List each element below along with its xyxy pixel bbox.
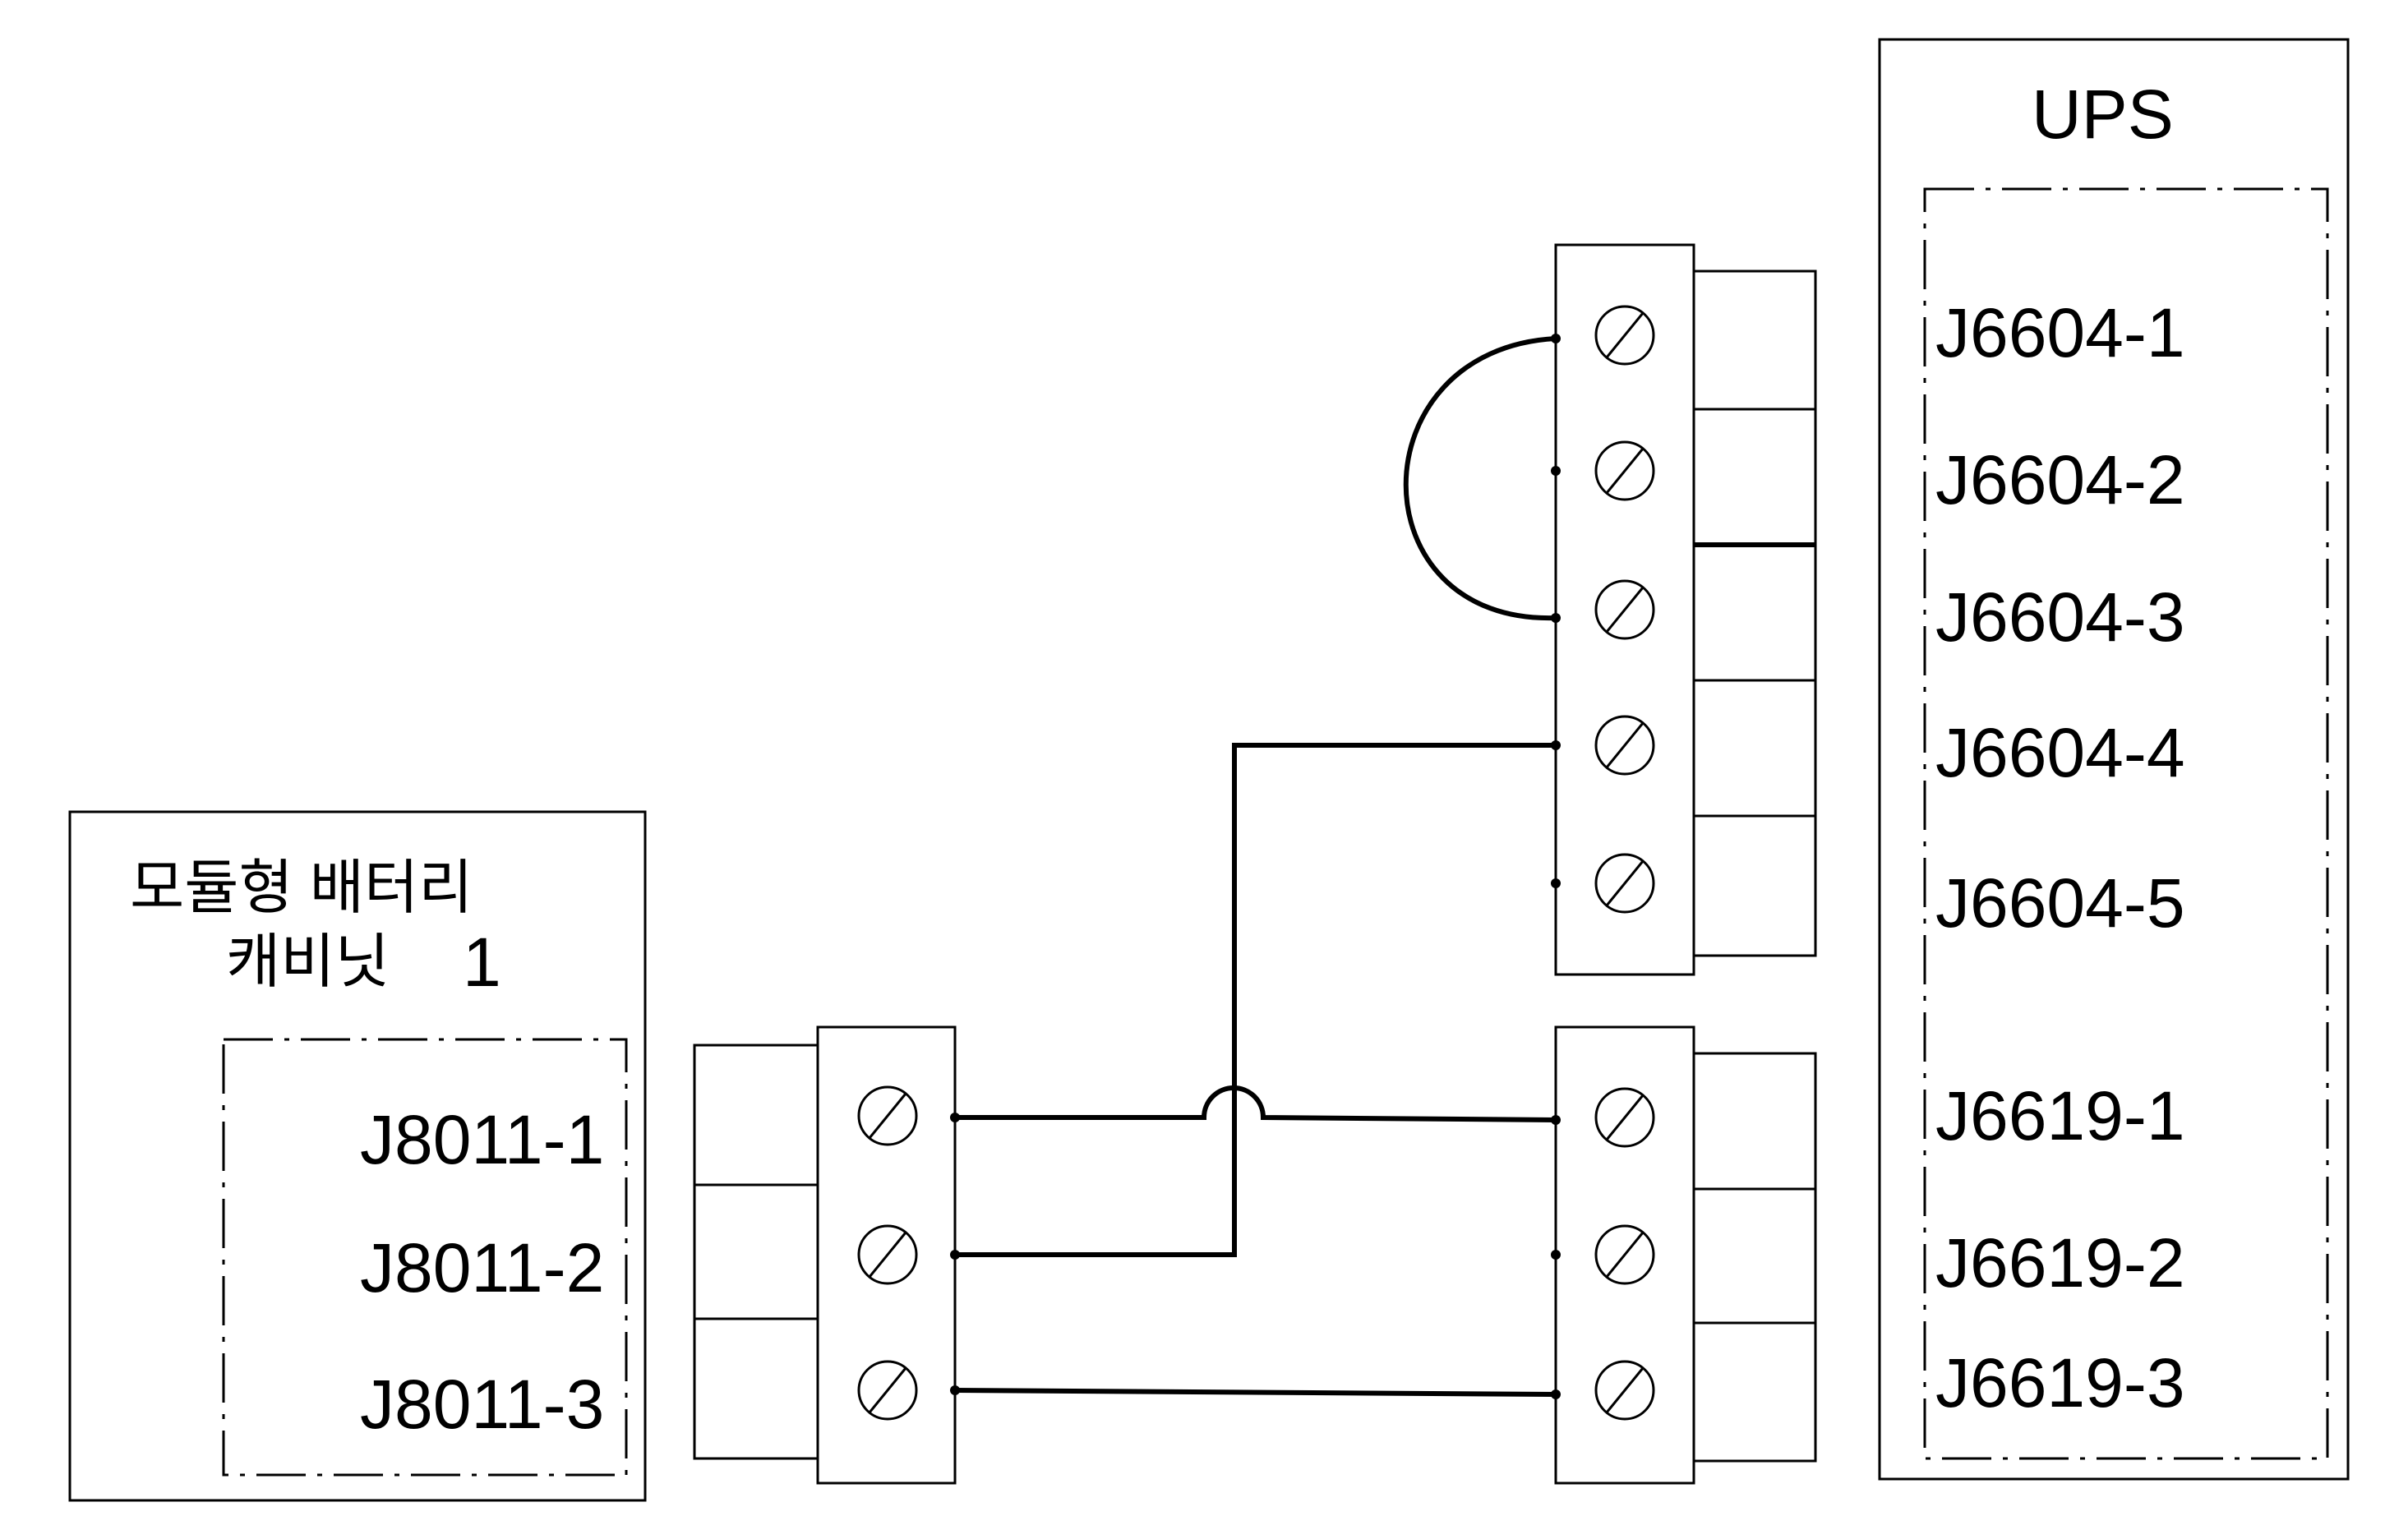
terminal-dot xyxy=(1551,1389,1561,1399)
terminal-dot xyxy=(1551,1115,1561,1125)
plug-cell xyxy=(1692,679,1817,818)
battery-cabinet-title-line1: 모듈형 배터리 xyxy=(130,855,473,921)
plug-cell xyxy=(1692,543,1817,682)
plug-cell xyxy=(1692,408,1817,546)
screw-terminal-icon xyxy=(1594,853,1655,914)
plug-cell xyxy=(1692,1187,1817,1325)
screw-terminal-icon xyxy=(1594,440,1655,501)
ups-pin-label: J6619-3 xyxy=(1935,1344,2185,1422)
battery-cabinet-frame xyxy=(68,810,647,1502)
screw-terminal-icon xyxy=(857,1360,918,1421)
plug-cell xyxy=(1692,814,1817,957)
screw-terminal-icon xyxy=(857,1085,918,1146)
terminal-block-j6604 xyxy=(1554,243,1817,976)
ups-pin-label: J6604-4 xyxy=(1935,714,2185,791)
ups-unit: UPS J6604-1 J6604-2 J6604-3 J6604-4 J660… xyxy=(1878,38,2350,1481)
ups-pin-label: J6604-3 xyxy=(1935,578,2185,656)
plug-cell xyxy=(693,1317,819,1460)
terminal-dot xyxy=(1551,613,1561,623)
battery-connector-region xyxy=(222,1038,628,1477)
plug-cell xyxy=(693,1183,819,1320)
screw-terminal-icon xyxy=(1594,1087,1655,1148)
ups-pin-label: J6619-1 xyxy=(1935,1077,2185,1154)
battery-cabinet-title-line2: 캐비닛 xyxy=(226,929,390,995)
terminal-dot xyxy=(1551,466,1561,476)
screw-terminal-icon xyxy=(1594,1360,1655,1421)
terminal-dot xyxy=(950,1250,960,1260)
ups-pin-label: J6604-2 xyxy=(1935,441,2185,518)
battery-pin-label: J8011-1 xyxy=(360,1101,604,1178)
terminal-dot xyxy=(950,1385,960,1395)
ups-frame xyxy=(1878,38,2350,1481)
battery-cabinet: 모듈형 배터리 캐비닛 1 J8011-1 J8011-2 J8011-3 xyxy=(68,810,647,1502)
ups-connector-region xyxy=(1923,187,2329,1460)
terminal-dot xyxy=(1551,334,1561,343)
screw-terminal-icon xyxy=(1594,305,1655,366)
terminal-dot xyxy=(950,1113,960,1122)
wire-j8011-1-to-j6619-1 xyxy=(955,1085,1557,1122)
battery-pin-label: J8011-2 xyxy=(360,1229,604,1306)
terminal-dot xyxy=(1551,878,1561,888)
ups-pin-label: J6619-2 xyxy=(1935,1224,2185,1302)
plug-cell xyxy=(1692,1052,1817,1191)
terminal-dot xyxy=(1551,740,1561,750)
terminal-block-j6619 xyxy=(1554,1025,1817,1485)
jumper-wire xyxy=(1403,336,1557,621)
ups-pin-label: J6604-1 xyxy=(1935,294,2185,371)
ups-title: UPS xyxy=(2032,76,2174,153)
plug-cell xyxy=(693,1044,819,1187)
screw-terminal-icon xyxy=(1594,715,1655,776)
terminal-block-left xyxy=(693,1025,957,1485)
battery-pin-label: J8011-3 xyxy=(360,1366,604,1443)
screw-terminal-icon xyxy=(1594,579,1655,640)
wire-j8011-3-to-j6619-3 xyxy=(954,1388,1557,1397)
screw-terminal-icon xyxy=(1594,1224,1655,1285)
terminal-dot xyxy=(1551,1250,1561,1260)
plug-cell xyxy=(1692,1321,1817,1463)
screw-terminal-icon xyxy=(857,1224,918,1285)
plug-cell xyxy=(1692,270,1817,411)
wire-j8011-2-to-j6604-4 xyxy=(955,743,1556,1257)
ups-pin-label: J6604-5 xyxy=(1935,864,2185,942)
battery-cabinet-number: 1 xyxy=(463,924,501,1001)
